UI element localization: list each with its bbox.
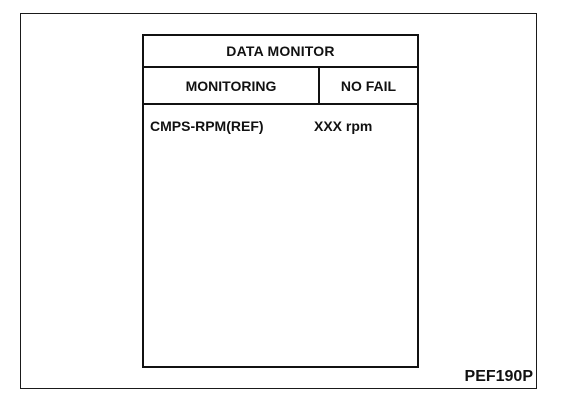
data-monitor-screen: DATA MONITOR MONITORING NO FAIL CMPS-RPM…: [142, 34, 419, 368]
screen-title: DATA MONITOR: [144, 36, 417, 68]
fail-status: NO FAIL: [340, 77, 397, 94]
figure-frame: [20, 13, 537, 389]
monitor-data-list: CMPS-RPM(REF) XXX rpm: [144, 105, 417, 134]
data-item-value: XXX rpm: [314, 118, 373, 134]
status-row: MONITORING NO FAIL: [144, 68, 417, 105]
figure-code: PEF190P: [462, 368, 535, 386]
monitoring-status: MONITORING: [144, 68, 320, 103]
data-item-cmps-rpm: CMPS-RPM(REF) XXX rpm: [150, 118, 417, 134]
data-item-label: CMPS-RPM(REF): [150, 118, 264, 134]
